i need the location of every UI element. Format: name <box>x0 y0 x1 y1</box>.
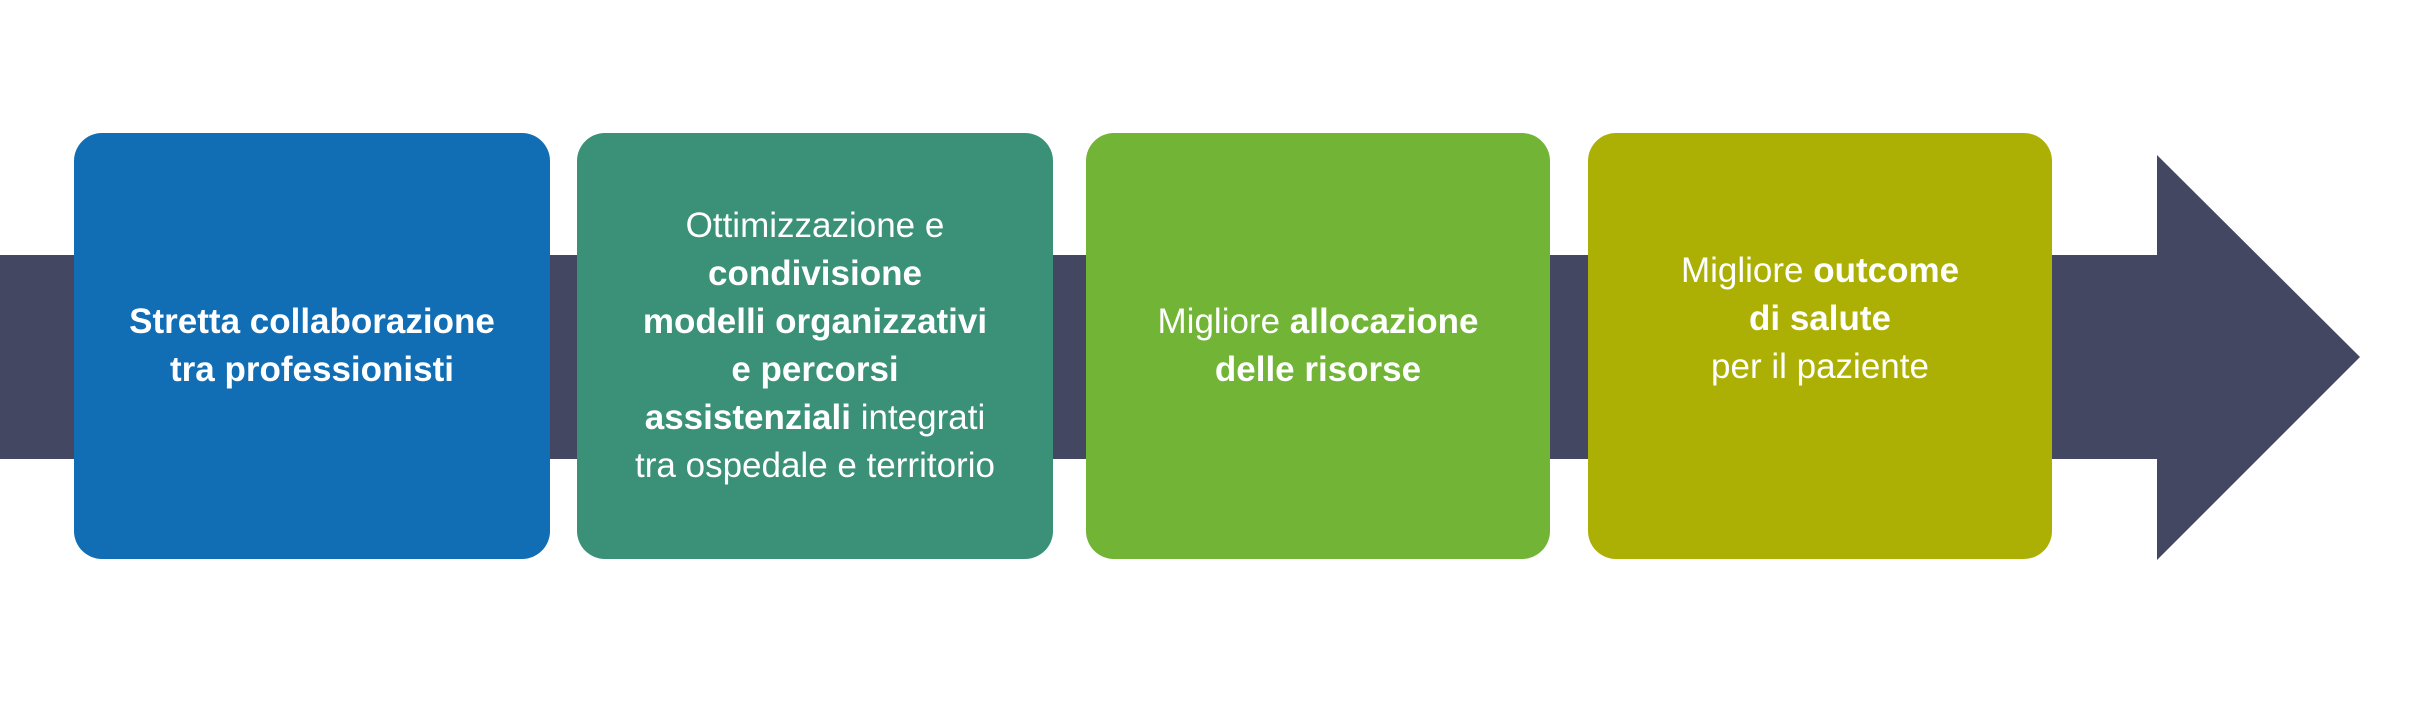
step-text-bold: Stretta collaborazione <box>129 302 495 341</box>
step-text-regular: Migliore <box>1680 250 1814 290</box>
step-line: Migliore outcome <box>1681 247 1959 295</box>
step-text-bold: modelli organizzativi <box>642 302 988 341</box>
step-line: tra ospedale e territorio <box>635 442 995 490</box>
step-text-regular: per il paziente <box>1711 346 1929 386</box>
step-line: condivisione <box>635 250 995 298</box>
step-line: delle risorse <box>1158 346 1479 394</box>
step-text-bold: di salute <box>1749 298 1891 338</box>
step-box-collaboration: Stretta collaborazione tra professionist… <box>74 133 550 559</box>
step-line: e percorsi <box>635 346 995 394</box>
step-text-bold: allocazione <box>1289 302 1479 341</box>
step-text-bold: assistenziali <box>644 398 851 437</box>
step-line: Ottimizzazione e <box>635 202 995 250</box>
step-text-bold: tra professionisti <box>170 350 454 389</box>
step-line: Stretta collaborazione <box>129 298 495 346</box>
step-text: Migliore allocazione delle risorse <box>1158 298 1479 394</box>
step-line: assistenziali integrati <box>635 394 995 442</box>
step-text-regular: tra ospedale e territorio <box>635 446 995 485</box>
step-line: Migliore allocazione <box>1158 298 1479 346</box>
step-box-optimization: Ottimizzazione e condivisione modelli or… <box>577 133 1053 559</box>
step-line: modelli organizzativi <box>635 298 995 346</box>
step-text: Migliore outcome di salute per il pazien… <box>1681 247 1959 391</box>
step-line: di salute <box>1681 295 1959 343</box>
step-text-regular: integrati <box>850 398 986 437</box>
step-text-bold: e percorsi <box>731 350 899 389</box>
step-text: Ottimizzazione e condivisione modelli or… <box>635 202 995 490</box>
step-box-outcome: Migliore outcome di salute per il pazien… <box>1588 133 2052 559</box>
step-text-bold: outcome <box>1813 250 1960 290</box>
step-text-regular: Ottimizzazione e <box>685 206 945 245</box>
step-text: Stretta collaborazione tra professionist… <box>129 298 495 394</box>
step-text-bold: delle risorse <box>1214 350 1422 389</box>
step-line: per il paziente <box>1681 343 1959 391</box>
step-line: tra professionisti <box>129 346 495 394</box>
step-text-regular: Migliore <box>1157 302 1290 341</box>
step-text-bold: condivisione <box>708 254 922 293</box>
step-box-allocation: Migliore allocazione delle risorse <box>1086 133 1550 559</box>
